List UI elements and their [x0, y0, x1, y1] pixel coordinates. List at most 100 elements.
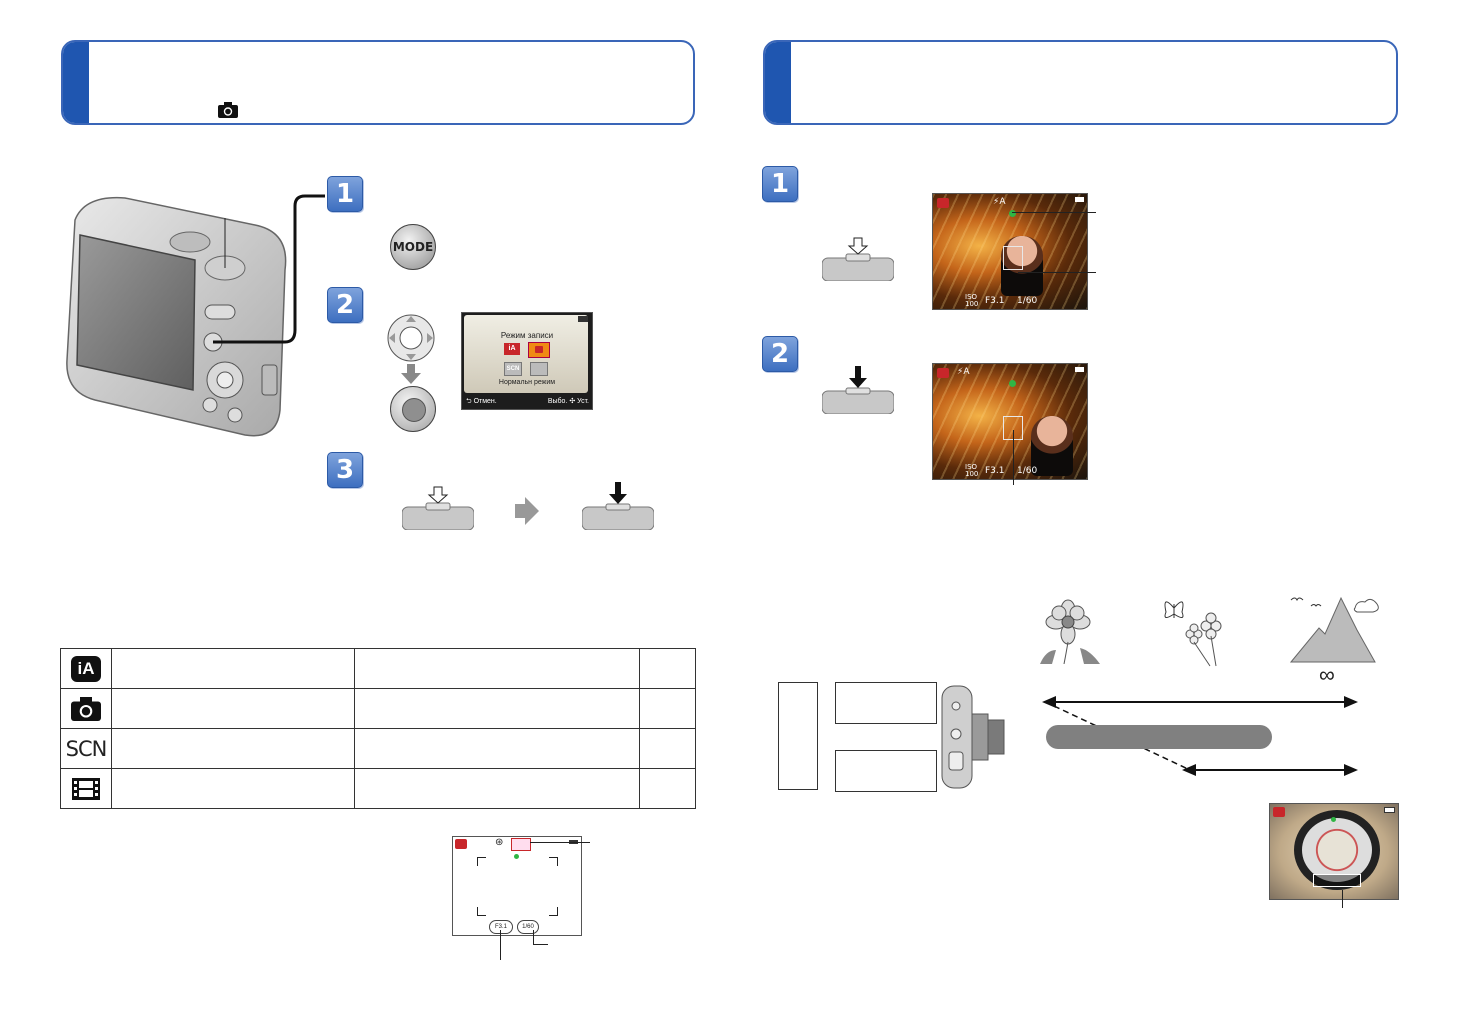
callout-line — [500, 930, 501, 960]
camera-icon — [71, 696, 101, 721]
range-indicator-box — [1313, 874, 1361, 887]
mode-page-cell — [639, 768, 696, 809]
right-step-1-badge: 1 — [762, 166, 798, 202]
mode-desc-cell — [354, 768, 640, 809]
battery-icon — [1075, 197, 1084, 202]
mode-name-cell — [111, 728, 355, 769]
mode-table: iA SCN — [60, 648, 696, 809]
table-row — [60, 768, 696, 809]
record-mode-icon — [1273, 807, 1285, 817]
callout-line — [1013, 430, 1014, 485]
menu-icon-ia[interactable]: iA — [504, 343, 520, 355]
mode-indicator-box — [511, 838, 531, 851]
focus-indicator-icon — [1009, 210, 1016, 217]
mode-desc-cell — [354, 648, 640, 689]
film-icon — [72, 777, 100, 800]
mode-button-label: MODE — [392, 240, 434, 254]
callout-line — [530, 842, 590, 843]
menu-icon-film[interactable] — [530, 362, 548, 376]
record-mode-icon — [455, 839, 467, 849]
down-arrow-icon — [401, 364, 421, 384]
af-frame-corner — [477, 907, 486, 916]
record-mode-icon — [937, 198, 949, 208]
range-bar — [1046, 725, 1272, 749]
scene-mode-icon: SCN — [65, 736, 108, 761]
right-title-box — [763, 40, 1398, 125]
aperture-value: F3.1 — [985, 296, 1005, 306]
left-title-box — [61, 40, 695, 125]
callout-line — [1342, 890, 1343, 908]
mode-menu-title: Режим записи — [500, 331, 554, 340]
shutter-speed-value: 1/60 — [1017, 466, 1038, 476]
af-area-frame — [1003, 246, 1023, 270]
lcd-preview-macro — [1269, 803, 1399, 900]
focus-indicator-icon — [1331, 817, 1336, 822]
mountain-icon — [1289, 596, 1379, 663]
record-mode-icon — [937, 368, 949, 378]
subject-person — [1031, 416, 1073, 476]
shutter-half-press-icon — [822, 237, 894, 281]
mode-page-cell — [639, 728, 696, 769]
shutter-full-press-icon — [582, 482, 654, 530]
set-button[interactable] — [390, 386, 436, 432]
callout-line — [1012, 212, 1096, 213]
flash-mode-label: ⚡A — [957, 367, 970, 377]
right-step-2-badge: 2 — [762, 336, 798, 372]
cursor-pad-icon[interactable] — [386, 313, 436, 363]
aperture-value: F3.1 — [985, 466, 1005, 476]
range-label-box — [835, 750, 937, 792]
selected-mode-label: Нормальн режим — [498, 379, 556, 386]
flower-icon — [1040, 599, 1100, 664]
shutter-speed-value: 1/60 — [1017, 296, 1038, 306]
shutter-full-press-icon — [822, 366, 894, 414]
intelligent-auto-icon: iA — [71, 655, 101, 682]
focus-indicator-icon — [514, 854, 519, 859]
mode-name-cell — [111, 688, 355, 729]
mini-lcd-screen: ⊛ F3.1 1/60 — [452, 836, 582, 936]
select-set-label: Выбо. ✣ Уст. — [547, 398, 589, 405]
mode-menu-screen: Режим записи iA SCN Нормальн режим ⮌ Отм… — [461, 312, 593, 410]
title-accent-bar — [63, 42, 89, 123]
range-label-box — [835, 682, 937, 724]
butterfly-flowers-icon — [1164, 601, 1222, 667]
callout-line — [1018, 272, 1096, 273]
camera-icon — [218, 102, 238, 118]
left-step-2-badge: 2 — [327, 287, 363, 323]
infinity-label: ∞ — [1319, 662, 1335, 687]
title-accent-bar — [765, 42, 791, 123]
mode-page-cell — [639, 688, 696, 729]
af-frame-corner — [549, 907, 558, 916]
cancel-label: ⮌ Отмен. — [466, 398, 497, 405]
left-step-3-badge: 3 — [327, 452, 363, 488]
mode-desc-cell — [354, 688, 640, 729]
range-label-box — [778, 682, 818, 790]
af-frame-corner — [549, 857, 558, 866]
arrow-right-icon — [515, 497, 539, 525]
mode-page-cell — [639, 648, 696, 689]
table-row: SCN — [60, 728, 696, 769]
shutter-oval: 1/60 — [517, 920, 539, 934]
camera-side-icon — [941, 685, 1005, 789]
aperture-oval: F3.1 — [489, 920, 513, 934]
left-step-1-badge: 1 — [327, 176, 363, 212]
battery-icon — [1384, 807, 1395, 813]
stabilizer-icon: ⊛ — [495, 837, 504, 848]
focus-indicator-icon — [1009, 380, 1016, 387]
menu-icon-camera-selected[interactable] — [528, 342, 550, 358]
battery-icon — [1075, 367, 1084, 372]
table-row — [60, 688, 696, 729]
camera-back-illustration — [66, 194, 325, 437]
flash-mode-label: ⚡A — [993, 197, 1006, 207]
table-row: iA — [60, 648, 696, 689]
callout-line — [533, 930, 548, 945]
mode-desc-cell — [354, 728, 640, 769]
af-frame-corner — [477, 857, 486, 866]
battery-icon — [578, 316, 588, 322]
menu-icon-scn[interactable]: SCN — [504, 362, 522, 376]
mode-name-cell — [111, 768, 355, 809]
mode-button[interactable]: MODE — [390, 224, 436, 270]
